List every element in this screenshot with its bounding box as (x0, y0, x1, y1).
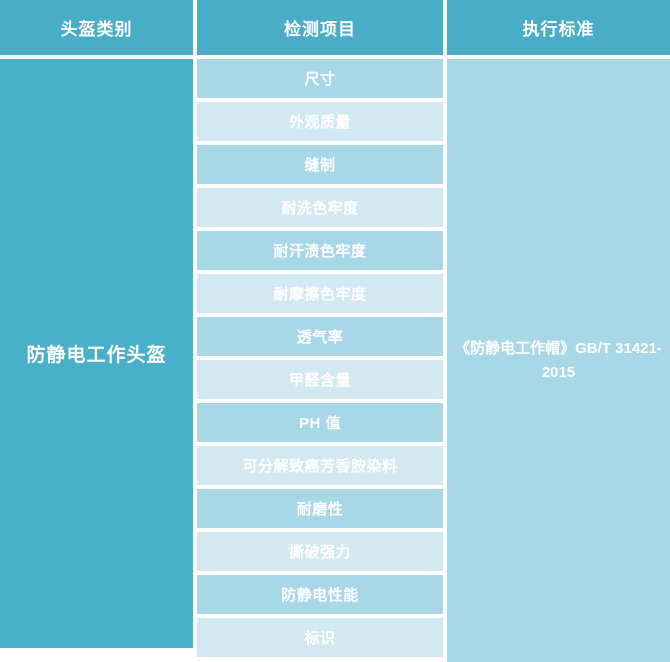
inspection-item-label: 外观质量 (288, 114, 351, 131)
inspection-item-label: 耐磨性 (296, 501, 344, 518)
inspection-item-label: PH 值 (298, 415, 341, 432)
table-row: 可分解致癌芳香胺染料 (197, 446, 443, 485)
execution-standard-text: 《防静电工作帽》GB/T 31421-2015 (455, 340, 662, 381)
cell-execution-standard: 《防静电工作帽》GB/T 31421-2015 (447, 59, 670, 662)
cell-helmet-category: 防静电工作头盔 (0, 59, 193, 648)
table-row: 甲醛含量 (197, 360, 443, 399)
inspection-item-label: 尺寸 (304, 71, 336, 88)
table-row: 防静电性能 (197, 575, 443, 614)
inspection-item-label: 标识 (304, 630, 336, 647)
table-row: 尺寸 (197, 59, 443, 98)
inspection-item-label: 耐洗色牢度 (281, 200, 359, 217)
table-row: 缝制 (197, 145, 443, 184)
table-row: 标识 (197, 618, 443, 657)
inspection-item-label: 甲醛含量 (288, 372, 351, 389)
table-row: 耐汗渍色牢度 (197, 231, 443, 270)
inspection-item-label: 耐摩擦色牢度 (273, 286, 367, 303)
table-row: PH 值 (197, 403, 443, 442)
table-row: 撕破强力 (197, 532, 443, 571)
inspection-item-label: 缝制 (304, 157, 336, 174)
inspection-item-label: 防静电性能 (281, 587, 359, 604)
table-row: 透气率 (197, 317, 443, 356)
column-header-execution-standard: 执行标准 (447, 0, 670, 55)
table-row: 耐摩擦色牢度 (197, 274, 443, 313)
inspection-item-label: 可分解致癌芳香胺染料 (242, 458, 398, 475)
column-header-inspection-items: 检测项目 (197, 0, 443, 55)
table-header-row: 头盔类别 检测项目 执行标准 (0, 0, 670, 55)
inspection-items-column: 尺寸 外观质量 缝制 耐洗色牢度 耐汗渍色牢度 耐摩擦色牢度 透气率 甲醛含量 … (197, 59, 443, 662)
column-header-helmet-category: 头盔类别 (0, 0, 193, 55)
inspection-item-label: 耐汗渍色牢度 (273, 243, 367, 260)
table-row: 外观质量 (197, 102, 443, 141)
table-row: 耐洗色牢度 (197, 188, 443, 227)
table-row: 耐磨性 (197, 489, 443, 528)
inspection-item-label: 撕破强力 (288, 544, 351, 561)
inspection-item-label: 透气率 (296, 329, 344, 346)
